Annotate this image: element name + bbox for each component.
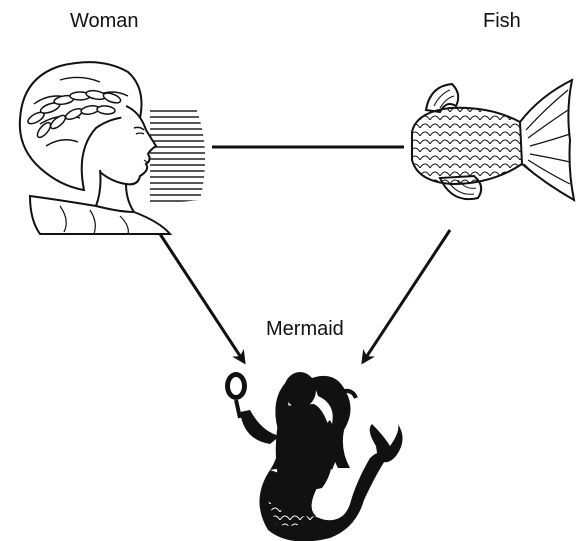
mermaid-icon — [225, 372, 403, 541]
woman-head-icon — [20, 62, 205, 234]
arrow-woman-to-mermaid — [160, 234, 244, 362]
fish-tail-icon — [412, 80, 574, 200]
arrow-fish-to-mermaid — [363, 230, 450, 362]
